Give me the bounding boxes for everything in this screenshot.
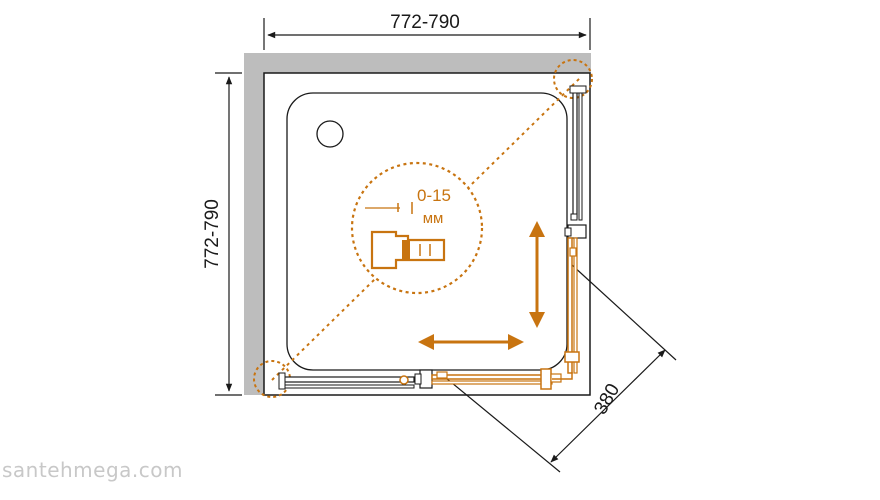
right-fixed-panel — [564, 85, 587, 239]
door-dimension — [445, 264, 677, 473]
wall — [244, 53, 591, 395]
detail-unit-label: мм — [423, 210, 444, 227]
detail-gap-label: 0-15 — [417, 186, 451, 205]
depth-dimension — [215, 72, 242, 396]
right-sliding-door — [552, 237, 580, 380]
door-label: 380 — [590, 380, 624, 418]
width-dimension — [263, 18, 591, 50]
width-label: 772-790 — [390, 12, 460, 33]
drain-icon — [316, 120, 344, 148]
watermark: santehmega.com — [2, 458, 183, 482]
bottom-fixed-panel — [278, 369, 433, 390]
sliding-arrow-vertical — [529, 221, 545, 328]
depth-label: 772-790 — [202, 199, 223, 269]
detail-leader-line — [271, 77, 581, 381]
sliding-arrow-horizontal — [418, 334, 524, 350]
corner-detail-top-marker — [553, 59, 593, 99]
detail-callout — [350, 161, 484, 295]
bottom-sliding-door — [399, 368, 562, 390]
